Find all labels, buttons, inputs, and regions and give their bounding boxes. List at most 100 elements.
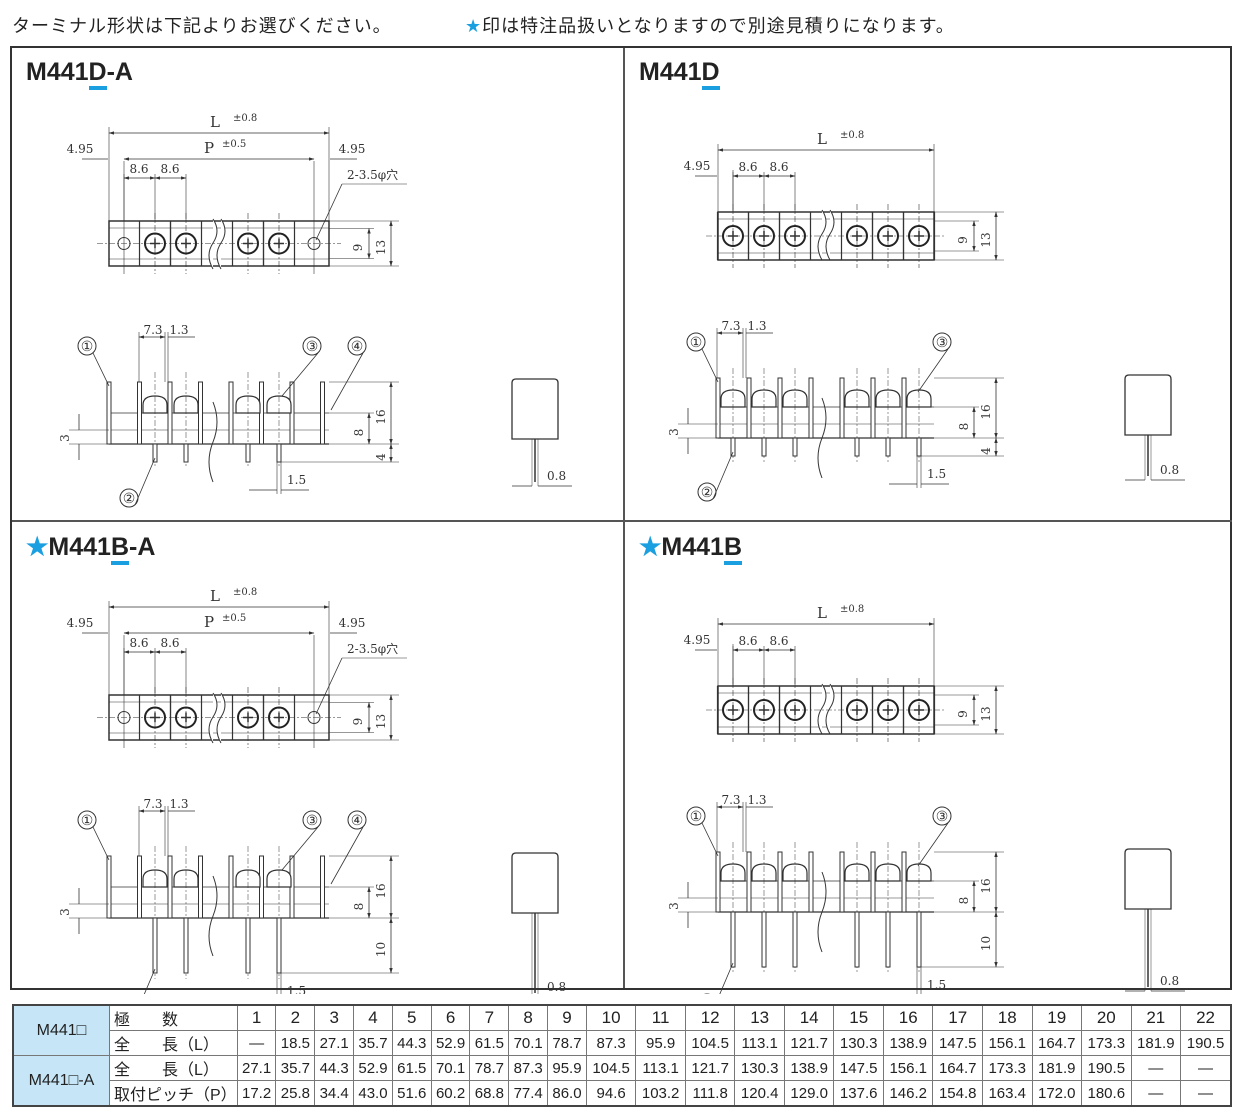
table-cell: 19 (1031, 1004, 1083, 1031)
table-cell: — (1180, 1055, 1232, 1081)
table-cell: 61.5 (469, 1030, 510, 1056)
barrier (167, 381, 173, 445)
dim-label-h13: 13 (979, 706, 993, 721)
pin (885, 437, 891, 457)
table-cell: 43.0 (353, 1080, 393, 1107)
dim-label-d16: 16 (374, 409, 388, 424)
dim-label-P: P (204, 613, 214, 631)
barrier (137, 855, 142, 919)
dim-label-h13: 13 (374, 240, 388, 255)
table-cell: 113.1 (734, 1030, 785, 1056)
dim-label-L: L (210, 587, 220, 605)
pin (916, 437, 922, 457)
panel-title: M441D (639, 58, 720, 90)
barrier (870, 851, 876, 913)
drawing-line (315, 183, 343, 241)
pin (761, 911, 767, 968)
pin (276, 917, 282, 974)
dim-label-c1: ① (81, 339, 94, 355)
table-cell: 6 (430, 1004, 471, 1031)
pin (916, 911, 922, 968)
table-cell: 18 (981, 1004, 1033, 1031)
drawing-line (701, 348, 719, 383)
barrier (106, 855, 112, 919)
table-cell: 164.7 (932, 1055, 983, 1081)
table-cell: 180.6 (1081, 1080, 1132, 1107)
table-cell: 94.6 (585, 1080, 637, 1107)
dim-label-d08: 0.8 (547, 980, 566, 994)
pin (792, 437, 798, 457)
table-cell: 121.7 (783, 1030, 835, 1056)
table-cell: 3 (314, 1004, 355, 1031)
table-cell: 70.1 (430, 1055, 471, 1081)
barrier (715, 851, 721, 913)
table-cell: 156.1 (981, 1030, 1033, 1056)
break-mark (817, 209, 835, 261)
drawing-line (330, 826, 364, 885)
table-cell: 95.9 (547, 1055, 587, 1081)
dim-label-Ltol: ±0.8 (840, 604, 864, 615)
dim-label-d3: 3 (667, 902, 681, 910)
table-cell: 10 (585, 1004, 637, 1031)
table-cell: 34.4 (314, 1080, 355, 1107)
barrier (777, 851, 783, 913)
divider-vertical (623, 48, 625, 988)
table-cell: 18.5 (275, 1030, 316, 1056)
dim-label-w73: 7.3 (143, 797, 162, 811)
table-cell: 44.3 (391, 1030, 432, 1056)
dim-label-h9: 9 (351, 244, 365, 252)
table-cell: 154.8 (932, 1080, 983, 1107)
table-cell: 60.2 (430, 1080, 471, 1107)
dim-label-e2: 4.95 (339, 616, 366, 630)
dim-label-w73: 7.3 (721, 793, 740, 807)
table-cell: 16 (882, 1004, 934, 1031)
barrier (746, 377, 752, 439)
end-view (1124, 374, 1172, 436)
dim-label-Ltol: ±0.8 (233, 587, 257, 598)
pin (276, 443, 282, 463)
table-cell: 87.3 (585, 1030, 637, 1056)
table-cell: 87.3 (508, 1055, 549, 1081)
model-prefix: M441 (26, 58, 89, 86)
dim-label-d08: 0.8 (547, 469, 566, 483)
dim-label-c3: ③ (936, 809, 949, 825)
table-cell: 111.8 (684, 1080, 736, 1107)
table-cell: 70.1 (508, 1030, 549, 1056)
table-cell: 172.0 (1031, 1080, 1083, 1107)
pin (245, 917, 251, 974)
dim-label-L: L (817, 130, 827, 148)
dim-label-h13: 13 (979, 232, 993, 247)
dim-label-w73: 7.3 (721, 319, 740, 333)
table-cell: 104.5 (585, 1055, 637, 1081)
break-mark (208, 218, 226, 270)
table-cell: 21 (1130, 1004, 1182, 1031)
table-cell: 52.9 (353, 1055, 393, 1081)
dim-label-e1: 4.95 (67, 616, 94, 630)
table-cell: — (1180, 1080, 1232, 1107)
pin (245, 443, 251, 463)
dim-label-c1: ① (690, 809, 703, 825)
star-icon: ★ (639, 533, 662, 561)
table-cell: 5 (391, 1004, 432, 1031)
break-mark (817, 683, 835, 735)
table-cell: 44.3 (314, 1055, 355, 1081)
dim-label-c1: ① (81, 813, 94, 829)
end-view (511, 378, 559, 440)
table-cell: 130.3 (734, 1055, 785, 1081)
drawing-line (143, 968, 156, 994)
callout-c3 (932, 806, 952, 826)
drawing-line (92, 352, 110, 387)
dim-label-c4: ④ (351, 339, 364, 355)
table-cell: 129.0 (783, 1080, 835, 1107)
table-cell: 13 (734, 1004, 785, 1031)
dim-label-p2: 8.6 (769, 160, 788, 174)
dim-label-h9: 9 (956, 236, 970, 244)
table-cell: 113.1 (635, 1055, 686, 1081)
dim-label-c3: ③ (306, 813, 319, 829)
dim-label-w73: 7.3 (143, 323, 162, 337)
dim-label-h9: 9 (351, 718, 365, 726)
drawing-line (917, 348, 949, 393)
